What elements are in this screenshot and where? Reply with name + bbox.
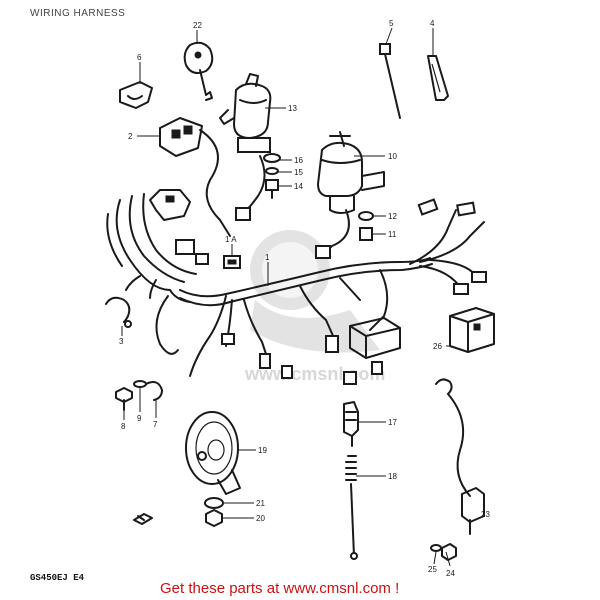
callout-8: 8 bbox=[121, 422, 126, 431]
part-small-screw[interactable] bbox=[133, 513, 153, 525]
lock-wire[interactable] bbox=[315, 209, 350, 259]
part-clamp[interactable] bbox=[119, 81, 153, 109]
callout-4: 4 bbox=[430, 19, 435, 28]
part-sensor-wire[interactable] bbox=[435, 378, 485, 535]
part-band[interactable] bbox=[427, 55, 449, 101]
part-steering-lock[interactable] bbox=[317, 131, 385, 214]
left-harness-bundle[interactable] bbox=[106, 189, 209, 303]
callout-3: 3 bbox=[119, 337, 124, 346]
callout-15: 15 bbox=[294, 168, 303, 177]
part-horn[interactable] bbox=[185, 411, 241, 495]
callout-6: 6 bbox=[137, 53, 142, 62]
callout-14: 14 bbox=[294, 182, 303, 191]
part-spring[interactable] bbox=[345, 455, 358, 560]
switch-13-wire[interactable] bbox=[235, 155, 266, 221]
part-bolt-washer-bracket[interactable] bbox=[115, 380, 163, 411]
part-washer-screw-lock[interactable] bbox=[358, 211, 374, 241]
callout-7: 7 bbox=[153, 420, 158, 429]
footer-cta-link[interactable]: Get these parts at www.cmsnl.com ! bbox=[160, 580, 400, 597]
model-code: GS450EJ E4 bbox=[30, 573, 85, 583]
part-main-harness[interactable] bbox=[155, 257, 433, 385]
part-ignition-switch[interactable] bbox=[219, 73, 272, 153]
part-horn-mount[interactable] bbox=[204, 497, 224, 527]
callout-9: 9 bbox=[137, 414, 142, 423]
part-key[interactable] bbox=[183, 41, 214, 101]
callout-19: 19 bbox=[258, 446, 267, 455]
callout-labels: 22 6 5 4 13 2 16 15 14 10 12 11 1 A 1 3 … bbox=[119, 19, 490, 578]
part-flasher-box[interactable] bbox=[449, 307, 495, 353]
callout-21: 21 bbox=[256, 499, 265, 508]
callout-5: 5 bbox=[389, 19, 394, 28]
callout-22: 22 bbox=[193, 21, 202, 30]
part-sensor-mount[interactable] bbox=[430, 543, 457, 561]
part-relay-1a[interactable] bbox=[223, 255, 241, 269]
callout-13: 13 bbox=[288, 104, 297, 113]
callout-25: 25 bbox=[428, 565, 437, 574]
callout-17: 17 bbox=[388, 418, 397, 427]
callout-1a: 1 A bbox=[225, 235, 237, 244]
callout-16: 16 bbox=[294, 156, 303, 165]
callout-23: 23 bbox=[481, 510, 490, 519]
watermark-logo: www.cmsnl.com bbox=[244, 230, 385, 384]
part-wire-clip[interactable] bbox=[105, 296, 132, 328]
part-cable-tie[interactable] bbox=[379, 43, 401, 119]
callout-1: 1 bbox=[265, 253, 270, 262]
diagram-title: WIRING HARNESS bbox=[30, 8, 126, 19]
callout-20: 20 bbox=[256, 514, 265, 523]
callout-10: 10 bbox=[388, 152, 397, 161]
callout-11: 11 bbox=[388, 230, 397, 239]
part-connector-2[interactable] bbox=[159, 117, 231, 237]
part-brake-switch[interactable] bbox=[343, 401, 359, 447]
callout-24: 24 bbox=[446, 569, 455, 578]
callout-2: 2 bbox=[128, 132, 133, 141]
part-washers-screw[interactable] bbox=[263, 153, 281, 199]
right-branch-wires[interactable] bbox=[409, 198, 487, 295]
callout-12: 12 bbox=[388, 212, 397, 221]
callout-18: 18 bbox=[388, 472, 397, 481]
callout-26: 26 bbox=[433, 342, 442, 351]
leader-lines bbox=[121, 27, 451, 567]
